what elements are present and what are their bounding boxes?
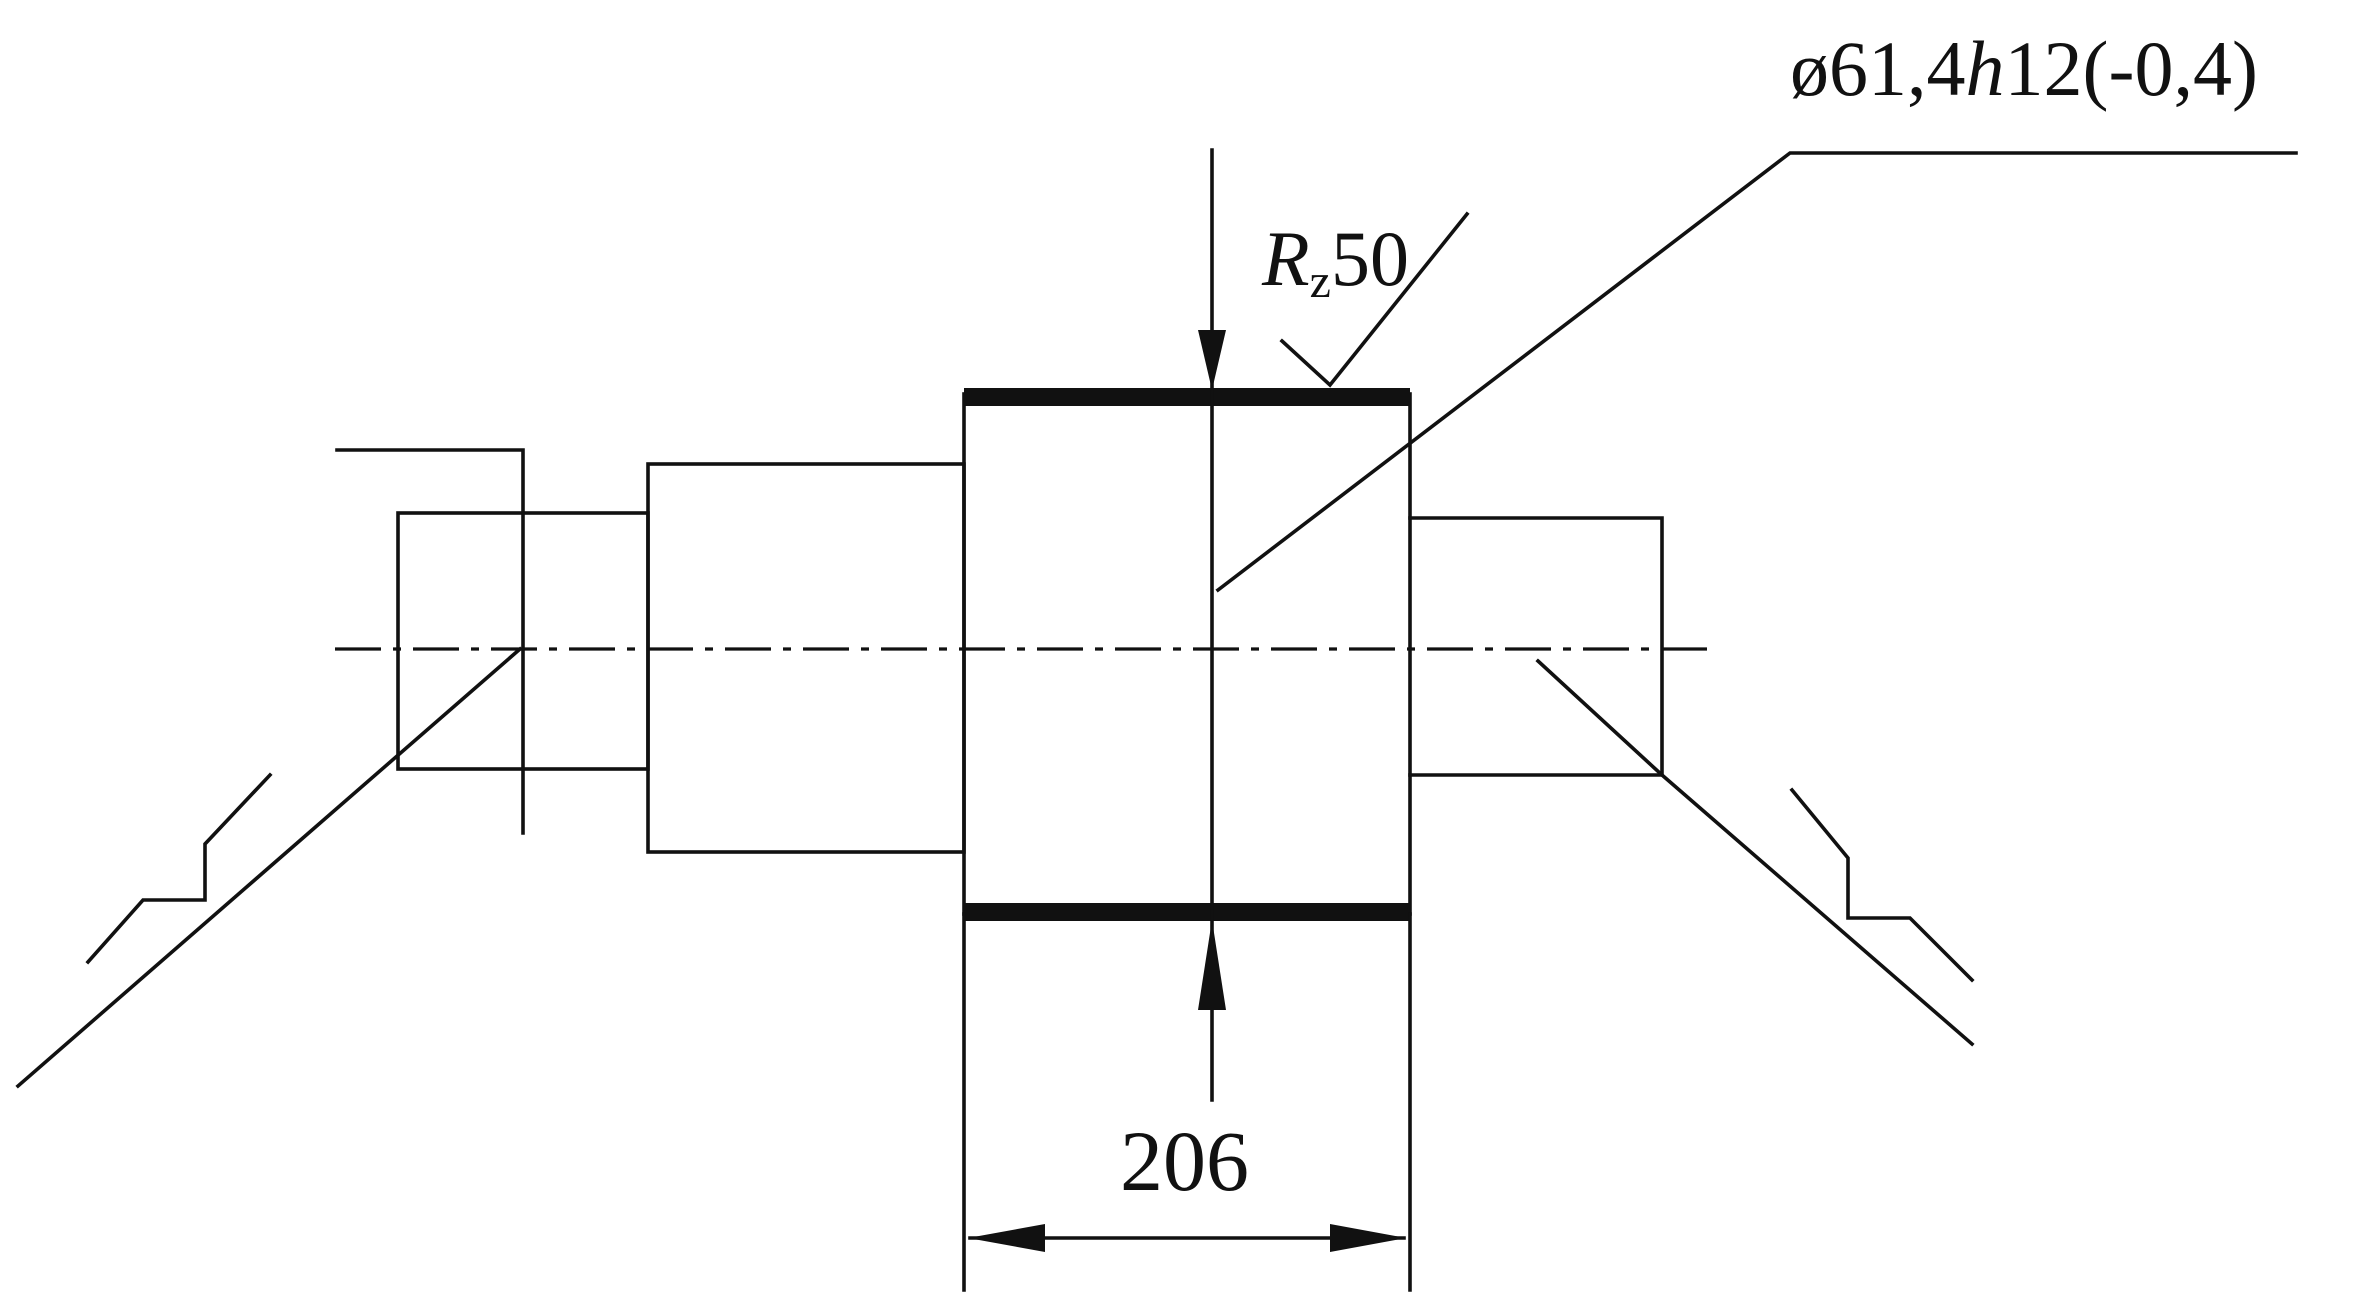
- roughness-value: 50: [1330, 215, 1409, 302]
- roughness-symbol: R: [1262, 215, 1310, 302]
- roughness-symbol-icon: [1279, 211, 1470, 388]
- roughness-label: Rz50: [1262, 220, 1409, 306]
- arrow-right-icon: [1330, 1224, 1406, 1252]
- main-body: [962, 392, 1412, 916]
- left-center-point: [15, 646, 523, 1089]
- arrow-up-icon: [1198, 920, 1226, 1010]
- length-dimension-value: 206: [1120, 1113, 1249, 1209]
- diameter-nominal: 61,4: [1829, 25, 1966, 112]
- diameter-tolerance-label: ø61,4h12(-0,4): [1790, 30, 2258, 108]
- tolerance-deviation: (-0,4): [2082, 25, 2258, 112]
- arrow-left-icon: [968, 1224, 1045, 1252]
- right-center-point: [1535, 658, 1975, 1047]
- left-center-break: [85, 772, 273, 965]
- left-step: [646, 462, 966, 854]
- right-center-break: [1789, 787, 1975, 983]
- roughness-subscript: z: [1309, 255, 1331, 308]
- tolerance-grade: 12: [2004, 25, 2083, 112]
- tolerance-letter: h: [1965, 25, 2005, 112]
- tolerance-leader: [1215, 151, 2298, 593]
- diameter-symbol: ø: [1790, 25, 1829, 112]
- right-journal: [1408, 516, 1664, 777]
- arrow-down-icon: [1198, 330, 1226, 390]
- left-chuck-jaw: [335, 448, 525, 835]
